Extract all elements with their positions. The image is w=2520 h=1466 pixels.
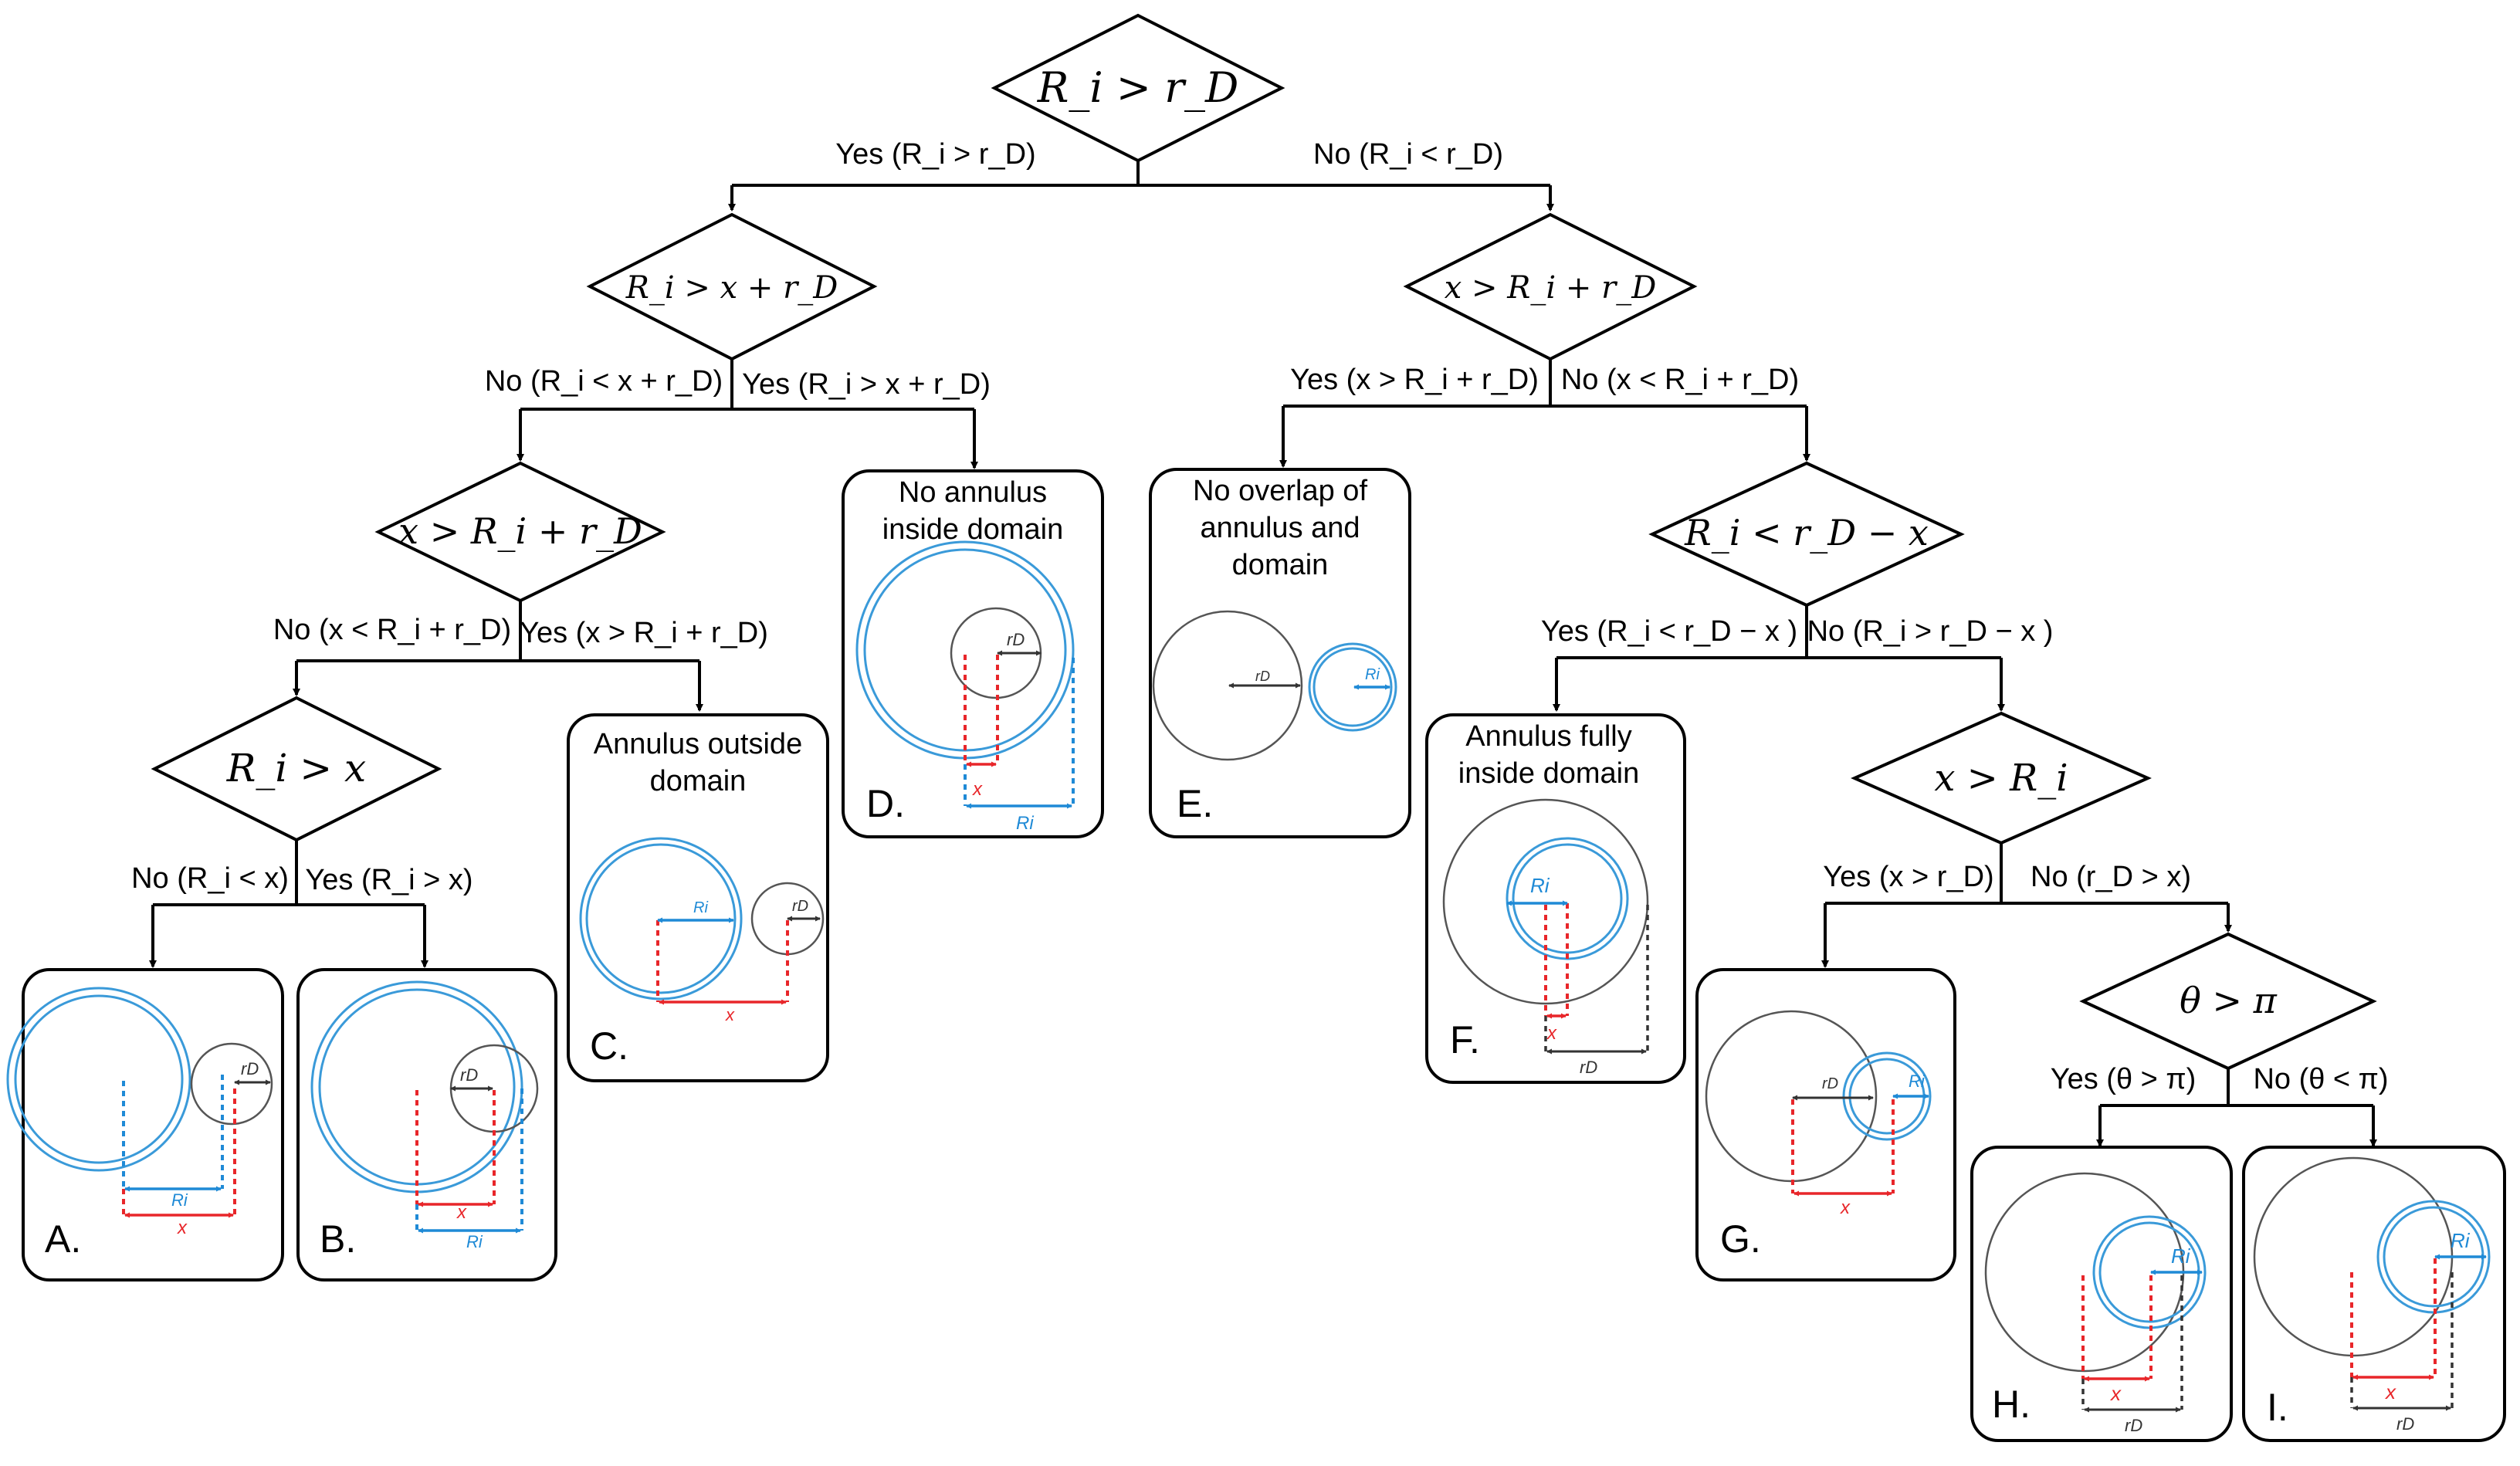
decision-d2-label: x > R_i + r_D — [1445, 270, 1657, 306]
decision-d6-label: x > R_i — [1934, 757, 2068, 800]
edge-label-d4-no: No (R_i < x) — [131, 862, 289, 895]
outcome-g-label: G. — [1720, 1217, 1761, 1261]
outcome-f: Annulus fully inside domain Ri x rD F. — [1425, 713, 1686, 1084]
sketch-a-ri-label: Ri — [171, 1190, 188, 1210]
outcome-a: rD Ri x A. — [6, 968, 284, 1281]
sketch-g-rd-label: rD — [1822, 1075, 1838, 1092]
outcome-i: Ri x rD I. — [2242, 1146, 2506, 1442]
outcome-h: Ri x rD H. — [1970, 1146, 2233, 1442]
outcome-c-title-line-1: Annulus outside — [594, 728, 802, 760]
sketch-e-rd-label: rD — [1255, 669, 1270, 684]
outcome-f-title-line-1: Annulus fully — [1465, 720, 1631, 753]
decision-theta-gt-pi: θ > π — [2079, 932, 2377, 1071]
edge-label-d6-yes: Yes (x > r_D) — [1823, 861, 1993, 893]
decision-d3-label: x > R_i + r_D — [398, 510, 642, 552]
edge-label-d1-no: No (R_i < x + r_D) — [485, 365, 723, 398]
sketch-c-rd-label: rD — [792, 898, 808, 915]
decision-ri-lt-rd-minus-x: R_i < r_D − x — [1648, 461, 1965, 608]
sketch-h-ri-label: Ri — [2171, 1244, 2191, 1268]
sketch-d-ri-label: Ri — [1016, 813, 1034, 834]
sketch-g-x-label: x — [1840, 1197, 1851, 1218]
sketch-i: Ri x rD — [2253, 1156, 2491, 1434]
edge-label-d3-no: No (x < R_i + r_D) — [273, 614, 511, 646]
sketch-c-ri-label: Ri — [693, 899, 708, 916]
edge-label-d7-yes: Yes (θ > π) — [2051, 1063, 2197, 1095]
sketch-a-rd-label: rD — [241, 1059, 259, 1078]
sketch-e: rD Ri — [1152, 610, 1397, 761]
edge-label-d4-yes: Yes (R_i > x) — [305, 864, 472, 896]
outcome-f-label: F. — [1450, 1018, 1480, 1061]
outcome-c: Annulus outside domain Ri rD x C. — [567, 713, 829, 1082]
sketch-e-ri-label: Ri — [1365, 666, 1380, 683]
outcome-b-label: B. — [320, 1217, 356, 1261]
sketch-b-x-label: x — [456, 1202, 467, 1223]
sketch-c-x-label: x — [725, 1005, 735, 1024]
edge-label-d2-no: No (x < R_i + r_D) — [1561, 364, 1799, 396]
sketch-h-rd-label: rD — [2125, 1416, 2142, 1435]
edge-labels: Yes (R_i > r_D) No (R_i < r_D) No (R_i <… — [131, 138, 2388, 1095]
sketch-b-rd-label: rD — [460, 1065, 478, 1085]
outcome-b: rD x Ri B. — [296, 968, 557, 1281]
edges — [149, 161, 2377, 1147]
edge-label-root-no: No (R_i < r_D) — [1313, 138, 1503, 171]
sketch-g: rD Ri x — [1705, 1010, 1932, 1218]
edge-label-root-yes: Yes (R_i > r_D) — [835, 138, 1035, 171]
edge-label-d5-yes: Yes (R_i < r_D − x ) — [1541, 615, 1797, 648]
sketch-i-x-label: x — [2384, 1380, 2396, 1403]
sketch-d: rD x Ri — [855, 540, 1075, 834]
sketch-f-ri-label: Ri — [1530, 874, 1550, 897]
sketch-h: Ri x rD — [1984, 1172, 2207, 1435]
sketch-h-x-label: x — [2109, 1382, 2122, 1405]
sketch-a-x-label: x — [177, 1217, 188, 1238]
outcome-f-title-line-2: inside domain — [1458, 757, 1639, 790]
edge-label-d7-no: No (θ < π) — [2253, 1063, 2388, 1095]
sketch-g-ri-label: Ri — [1909, 1072, 1926, 1091]
decision-x-gt-ri-plus-rd-left: x > R_i + r_D — [374, 461, 666, 603]
outcome-g: rD Ri x G. — [1695, 968, 1956, 1281]
outcome-c-label: C. — [590, 1024, 628, 1068]
outcome-h-label: H. — [1992, 1383, 2031, 1426]
decision-root-label: R_i > r_D — [1037, 63, 1239, 112]
outcome-a-label: A. — [45, 1217, 81, 1261]
decision-d1-label: R_i > x + r_D — [625, 270, 838, 306]
outcome-d-title-line-1: No annulus — [899, 476, 1047, 509]
sketch-i-rd-label: rD — [2396, 1414, 2414, 1434]
edge-label-d2-yes: Yes (x > R_i + r_D) — [1290, 364, 1539, 396]
edge-label-d3-yes: Yes (x > R_i + r_D) — [520, 617, 768, 649]
sketch-b: rD x Ri — [310, 980, 539, 1251]
outcome-d-title-line-2: inside domain — [882, 513, 1063, 546]
outcome-c-title-line-2: domain — [650, 765, 747, 797]
sketch-f-x-label: x — [1546, 1023, 1557, 1044]
sketch-f: Ri x rD — [1442, 798, 1649, 1077]
decision-d5-label: R_i < r_D − x — [1684, 512, 1929, 554]
edge-label-d1-yes: Yes (R_i > x + r_D) — [742, 368, 991, 401]
sketch-i-ri-label: Ri — [2451, 1229, 2471, 1252]
decision-ri-gt-x: R_i > x — [151, 696, 442, 842]
sketch-d-rd-label: rD — [1007, 630, 1025, 649]
decision-x-gt-ri: x > R_i — [1851, 711, 2152, 845]
sketch-b-ri-label: Ri — [466, 1232, 483, 1251]
decision-d7-label: θ > π — [2180, 980, 2277, 1021]
outcome-e-title-line-2: annulus and — [1200, 512, 1360, 544]
decision-x-gt-ri-plus-rd-right: x > R_i + r_D — [1403, 212, 1698, 361]
edge-label-d5-no: No (R_i > r_D − x ) — [1807, 615, 2054, 648]
outcome-e-title-line-3: domain — [1232, 549, 1329, 581]
outcome-d: No annulus inside domain rD x Ri D. — [842, 469, 1104, 838]
decision-ri-gt-x-plus-rd: R_i > x + r_D — [586, 212, 878, 361]
outcome-i-label: I. — [2267, 1386, 2288, 1429]
decision-d4-label: R_i > x — [226, 746, 367, 791]
sketch-d-x-label: x — [972, 779, 983, 800]
outcome-e: No overlap of annulus and domain rD Ri E… — [1149, 468, 1411, 838]
decision-root: R_i > r_D — [991, 13, 1285, 163]
outcome-d-label: D. — [866, 782, 905, 825]
sketch-a: rD Ri x — [6, 987, 273, 1238]
edge-label-d6-no: No (r_D > x) — [2031, 861, 2191, 893]
sketch-f-rd-label: rD — [1580, 1058, 1597, 1077]
outcome-e-label: E. — [1177, 782, 1213, 825]
outcome-e-title-line-1: No overlap of — [1193, 475, 1367, 507]
sketch-c: Ri rD x — [579, 837, 825, 1024]
